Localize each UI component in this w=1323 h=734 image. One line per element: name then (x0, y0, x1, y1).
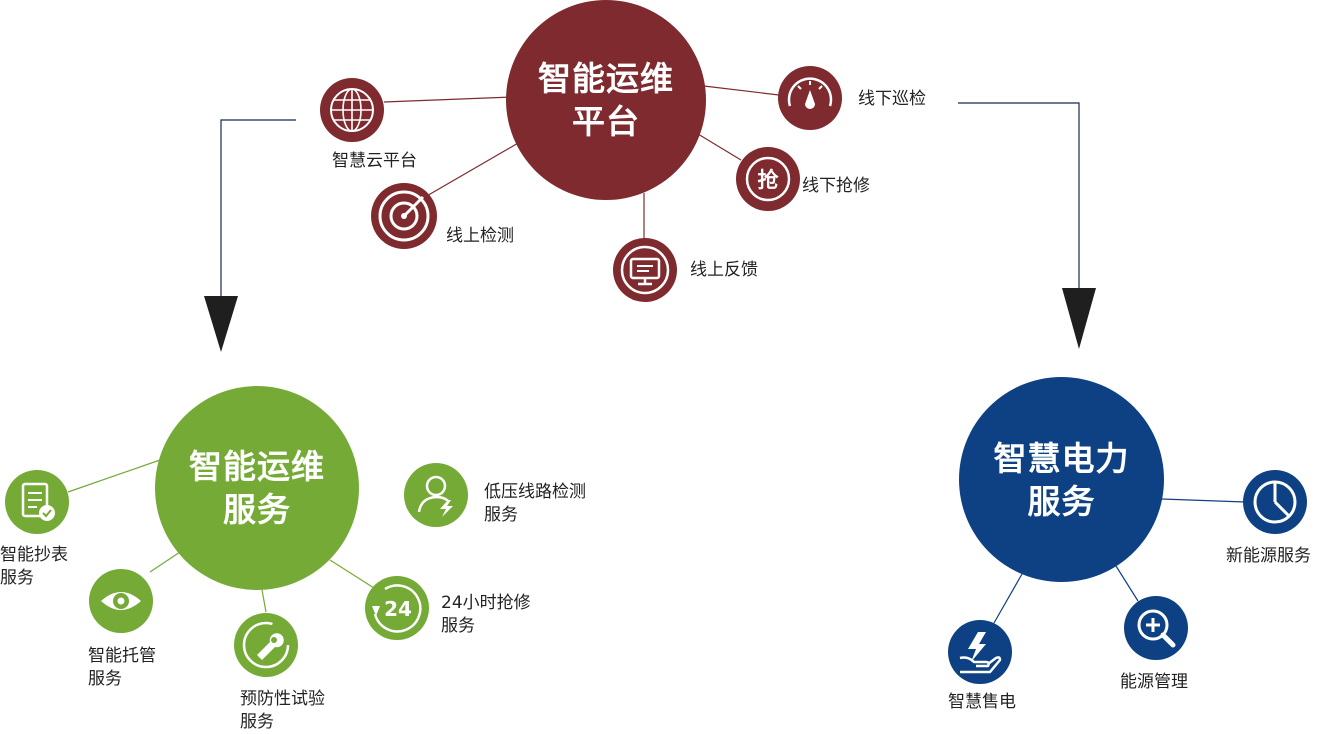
label-line1: 24小时抢修 (441, 593, 531, 613)
repair-badge-glyph: 抢 (758, 168, 780, 192)
label-text: 线下抢修 (802, 176, 870, 196)
repair-badge-icon: 抢 (736, 147, 800, 211)
platform-spokes (383, 85, 780, 240)
hub-smart-power: 智慧电力 服务 (959, 377, 1164, 582)
label-new-energy-service: 新能源服务 (1226, 545, 1311, 568)
ops-spokes (67, 459, 375, 613)
zoom-in-icon (1124, 596, 1188, 660)
label-offline-inspection: 线下巡检 (858, 88, 926, 111)
label-line1: 智能抄表 (0, 545, 68, 565)
hub-platform: 智能运维 平台 (506, 0, 706, 200)
label-text: 智慧云平台 (332, 151, 417, 171)
hand-lightning-icon (948, 620, 1012, 684)
hub-platform-title-line1: 智能运维 (538, 59, 674, 98)
label-line1: 智能托管 (88, 646, 156, 666)
hub-power-title-line2: 服务 (1027, 481, 1096, 521)
hub-ops-title-line1: 智能运维 (189, 447, 325, 486)
hub-power-title-line1: 智慧电力 (993, 438, 1130, 478)
label-line2: 服务 (0, 568, 34, 588)
power-spokes (993, 498, 1246, 624)
label-text: 智慧售电 (948, 692, 1016, 712)
target-icon (371, 183, 437, 249)
label-line2: 服务 (88, 669, 122, 689)
hub-ops-title-line2: 服务 (223, 490, 291, 529)
label-line1: 预防性试验 (240, 689, 325, 709)
label-line2: 服务 (484, 505, 518, 525)
label-line2: 服务 (240, 712, 274, 732)
label-line1: 低压线路检测 (484, 482, 586, 502)
label-energy-management: 能源管理 (1120, 671, 1188, 694)
label-smart-cloud-platform: 智慧云平台 (332, 150, 417, 173)
label-24h-repair: 24小时抢修 服务 (441, 592, 531, 638)
label-preventive-testing: 预防性试验 服务 (240, 688, 325, 734)
label-text: 新能源服务 (1226, 546, 1311, 566)
globe-icon (320, 78, 384, 142)
label-online-detection: 线上检测 (446, 225, 514, 248)
pie-chart-icon (1243, 470, 1307, 534)
flow-connector-left (204, 119, 296, 352)
clock-24-glyph: 24 (384, 597, 412, 621)
hub-ops-service: 智能运维 服务 (155, 386, 359, 590)
label-offline-repair: 线下抢修 (802, 175, 870, 198)
label-smart-electricity-sales: 智慧售电 (948, 691, 1016, 714)
clock-24-icon: 24 (365, 576, 429, 640)
wrench-cycle-icon (234, 613, 298, 677)
hub-platform-title-line2: 平台 (572, 102, 640, 141)
user-lightning-icon (404, 463, 468, 527)
meter-document-icon (5, 470, 69, 534)
label-line2: 服务 (441, 616, 475, 636)
label-text: 能源管理 (1120, 672, 1188, 692)
label-text: 线上反馈 (690, 260, 758, 280)
gauge-icon (778, 66, 842, 130)
label-online-feedback: 线上反馈 (690, 259, 758, 282)
label-text: 线下巡检 (858, 89, 926, 109)
label-low-voltage-detection: 低压线路检测 服务 (484, 481, 586, 527)
monitor-icon (613, 238, 677, 302)
eye-icon (89, 569, 153, 633)
label-smart-meter-reading: 智能抄表 服务 (0, 544, 68, 590)
flow-connector-right (958, 102, 1096, 349)
label-text: 线上检测 (446, 226, 514, 246)
label-smart-hosting: 智能托管 服务 (88, 645, 156, 691)
